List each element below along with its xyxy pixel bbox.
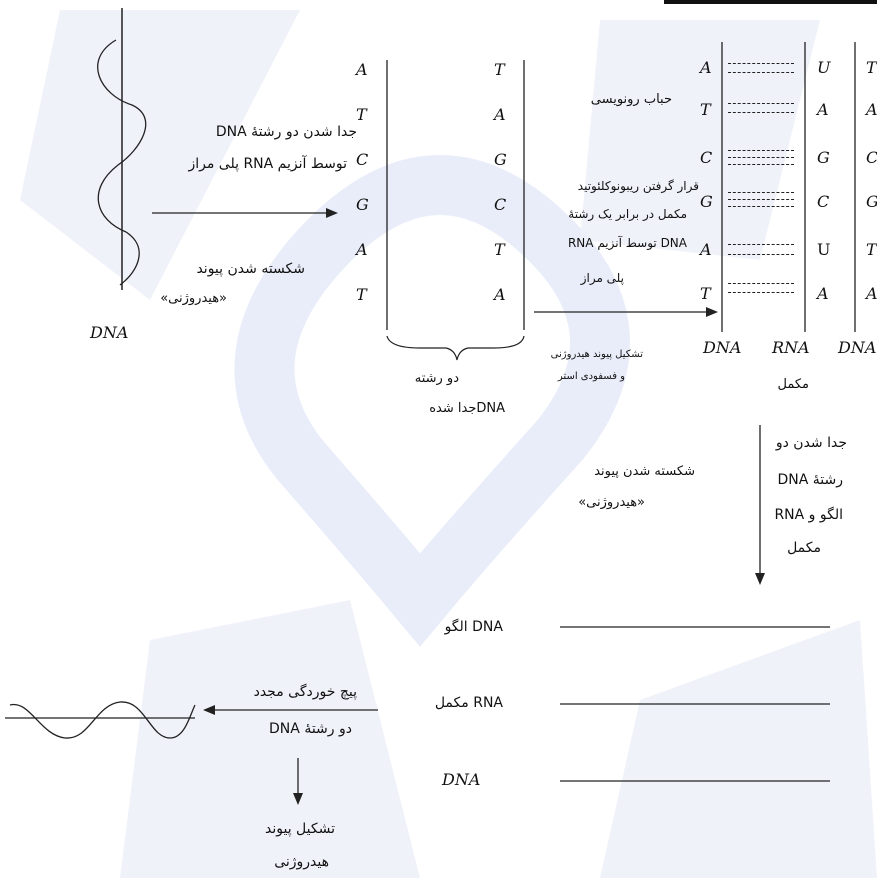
base: C [494, 195, 506, 214]
base: A [817, 284, 829, 303]
placement-line3: DNA توسط آنزیم RNA [568, 237, 687, 249]
base: T [700, 100, 711, 119]
base: A [494, 285, 506, 304]
separated-caption-line2: DNAجدا شده [429, 402, 505, 415]
complex-strand-label-dna: DNA [703, 340, 741, 356]
base: A [817, 100, 829, 119]
down-break-line2: «هیدروژنی» [578, 496, 645, 509]
rewind-bond-line2: هیدروژنی [274, 855, 329, 869]
step-break-line2: «هیدروژنی» [160, 292, 227, 305]
down-separate-line4: مکمل [787, 541, 821, 555]
down-separate-line1: جدا شدن دو [776, 436, 847, 450]
bond-formation-line2: و فسفودی استر [558, 372, 625, 382]
base: C [700, 148, 712, 167]
dna-label: DNA [90, 325, 128, 341]
separated-caption-line1: دو رشته [415, 372, 459, 385]
down-separate-line3: الگو و RNA [774, 508, 843, 522]
transcription-bubble-label: حباب رونویسی [591, 93, 672, 106]
base: T [866, 240, 877, 259]
base: G [866, 192, 877, 211]
base: G [494, 150, 507, 169]
base: C [356, 150, 368, 169]
base: T [700, 284, 711, 303]
bond-formation-line1: تشکیل پیوند هیدروژنی [551, 350, 643, 360]
template-dna-label: DNA الگو [445, 620, 503, 634]
base: A [356, 240, 368, 259]
base: T [494, 240, 505, 259]
rewind-line1: پیچ خوردگی مجدد [254, 685, 357, 699]
base: G [817, 148, 830, 167]
step-break-line1: شکسته شدن پیوند [196, 262, 305, 276]
base: G [356, 195, 369, 214]
base: A [494, 105, 506, 124]
base: U [817, 240, 830, 259]
down-separate-line2: رشتهٔ DNA [777, 473, 843, 487]
complex-caption: مکمل [777, 378, 809, 391]
complex-strand-label-rna: RNA [772, 340, 810, 356]
base: C [866, 148, 877, 167]
base: G [700, 192, 713, 211]
base: T [356, 105, 367, 124]
dna-strand-label: DNA [442, 772, 480, 788]
down-break-line1: شکسته شدن پیوند [594, 465, 695, 478]
base: T [356, 285, 367, 304]
rewind-bond-line1: تشکیل پیوند [265, 822, 335, 836]
base: T [494, 60, 505, 79]
complex-strand-label-dna-2: DNA [838, 340, 876, 356]
placement-line4: پلی مراز [581, 272, 624, 284]
placement-line2: مکمل در برابر یک رشتهٔ [568, 208, 687, 220]
base: A [356, 60, 368, 79]
complementary-rna-label: RNA مکمل [435, 696, 503, 710]
base: A [866, 284, 877, 303]
base: A [700, 240, 712, 259]
base: A [866, 100, 877, 119]
base: A [700, 58, 712, 77]
rewind-line2: دو رشتهٔ DNA [269, 722, 352, 736]
step-separate-line2: توسط آنزیم RNA پلی مراز [188, 157, 347, 171]
placement-line1: قرار گرفتن ریبونوکلئوتید [578, 180, 699, 192]
base: C [817, 192, 829, 211]
step-separate-line1: جدا شدن دو رشتهٔ DNA [216, 125, 357, 139]
base: U [817, 58, 830, 77]
base: T [866, 58, 877, 77]
